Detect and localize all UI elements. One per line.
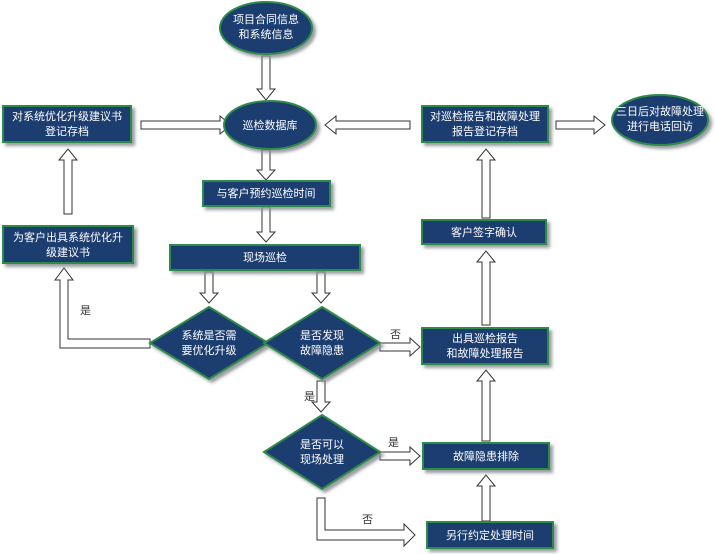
node-eliminate-hazard-label: 故障隐患排除: [453, 449, 519, 463]
node-issue-reports-line2: 和故障处理报告: [447, 346, 524, 360]
edge-label-need-opt-yes: 是: [80, 304, 91, 317]
node-follow-up-call-line2: 进行电话回访: [627, 120, 693, 133]
node-archive-optimization-line1: 对系统优化升级建议书: [12, 109, 122, 123]
node-contract-info-line2: 和系统信息: [239, 27, 294, 41]
arrow-can-fix-yes: [379, 445, 421, 467]
node-issue-reports-line1: 出具巡检报告: [452, 331, 518, 345]
node-issue-reports-shape: [421, 327, 549, 365]
node-issue-optimization-shape: [2, 225, 134, 264]
arrow-onsite-to-found-hazard: [310, 271, 332, 304]
node-issue-optimization-line1: 为客户出具系统优化升: [13, 230, 123, 244]
edge-label-found-hazard-yes: 是: [304, 390, 315, 403]
node-onsite-inspection-shape: [169, 244, 361, 271]
arrow-db-to-opt-archive: [140, 114, 232, 136]
arrow-reports-to-confirm: [475, 250, 497, 326]
arrow-schedule-to-onsite: [255, 206, 277, 243]
edge-label-found-hazard-no: 否: [390, 328, 401, 341]
node-schedule-fix-label: 另行约定处理时间: [446, 528, 534, 542]
node-contract-info-shape: [219, 1, 313, 55]
node-found-hazard-line2: 故障隐患: [300, 343, 344, 357]
node-issue-optimization-line2: 级建议书: [46, 245, 90, 259]
node-found-hazard-shape: [262, 305, 382, 381]
arrow-contract-to-db: [255, 55, 277, 101]
edge-label-can-fix-yes: 是: [388, 436, 399, 449]
arrow-fix-to-eliminate: [475, 474, 497, 522]
node-archive-optimization-line2: 登记存档: [45, 124, 89, 138]
node-customer-confirm-label: 客户签字确认: [451, 225, 517, 239]
node-schedule-inspection-label: 与客户预约巡检时间: [217, 186, 316, 200]
arrow-confirm-to-archive: [475, 148, 497, 219]
node-onsite-inspection-label: 现场巡检: [243, 250, 287, 264]
arrow-db-to-schedule: [255, 149, 277, 181]
node-inspection-db-shape: [223, 100, 317, 150]
node-archive-optimization-shape: [2, 105, 132, 143]
node-contract-info-line1: 项目合同信息: [233, 12, 299, 26]
arrow-found-hazard-no: [379, 336, 421, 358]
node-customer-confirm-shape: [421, 219, 547, 245]
connectors: [54, 55, 606, 548]
node-can-fix-line2: 现场处理: [300, 452, 344, 466]
node-follow-up-call-line1: 三日后对故障处理: [616, 104, 704, 118]
node-found-hazard-line1: 是否发现: [300, 328, 344, 342]
node-eliminate-hazard-shape: [422, 442, 550, 470]
arrow-archive-to-call: [555, 114, 606, 136]
arrow-need-opt-yes: [54, 267, 151, 349]
arrow-can-fix-no: [316, 497, 416, 548]
node-inspection-db-label: 巡检数据库: [243, 118, 298, 132]
arrow-report-archive-to-db: [324, 114, 411, 136]
node-need-optimization-line1: 系统是否需: [182, 329, 237, 342]
node-can-fix-line1: 是否可以: [300, 438, 344, 451]
arrow-issue-opt-to-archive: [57, 148, 79, 215]
node-archive-reports-line2: 报告登记存档: [452, 124, 518, 138]
node-follow-up-call-shape: [611, 94, 709, 146]
node-archive-reports-shape: [421, 105, 549, 143]
node-schedule-fix-shape: [426, 521, 554, 549]
node-need-optimization-shape: [148, 305, 270, 381]
node-archive-reports-line1: 对巡检报告和故障处理: [430, 109, 540, 123]
node-need-optimization-line2: 要优化升级: [182, 343, 237, 357]
edge-label-can-fix-no: 否: [362, 513, 373, 526]
arrow-onsite-to-need-opt: [198, 271, 220, 304]
arrow-eliminate-to-reports: [475, 369, 497, 442]
node-schedule-inspection-shape: [202, 180, 331, 207]
arrow-found-hazard-yes: [310, 380, 332, 413]
node-can-fix-shape: [262, 413, 382, 491]
